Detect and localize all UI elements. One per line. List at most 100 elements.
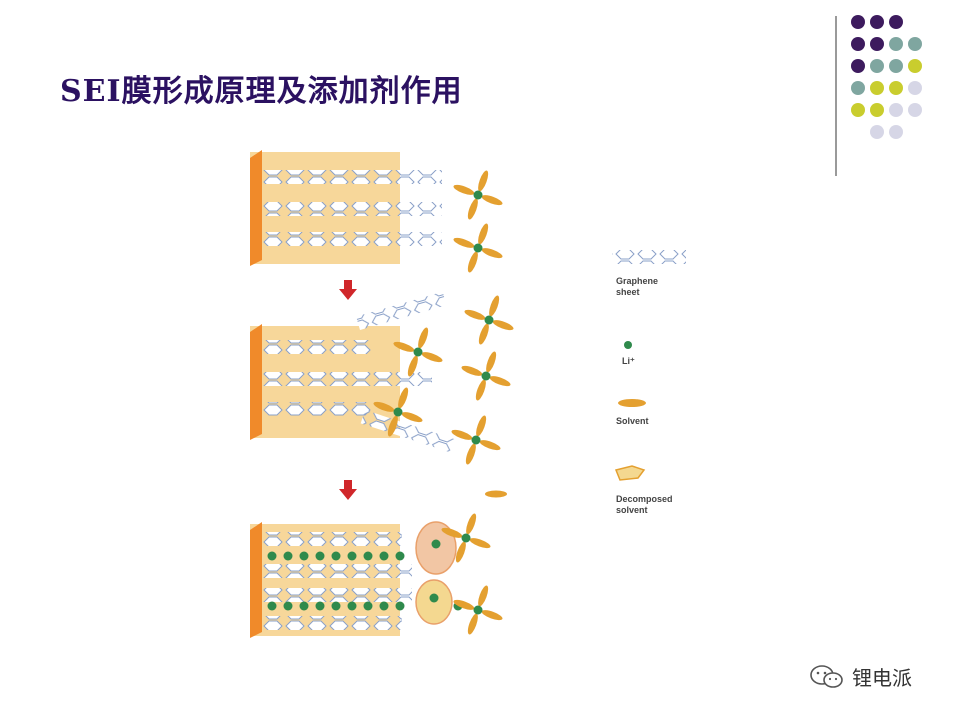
li-ion bbox=[393, 407, 403, 417]
decorative-dot bbox=[889, 37, 903, 51]
decorative-dot bbox=[889, 15, 903, 29]
solvent-molecule bbox=[461, 365, 483, 376]
li-ion bbox=[379, 601, 389, 611]
solvent-molecule bbox=[465, 443, 476, 465]
li-ion bbox=[484, 315, 494, 325]
decorative-dot bbox=[870, 103, 884, 117]
solvated-li-cluster bbox=[393, 327, 443, 377]
decorative-dot bbox=[870, 15, 884, 29]
decorative-dot bbox=[889, 125, 903, 139]
solvent-molecule bbox=[481, 610, 503, 621]
li-ion bbox=[473, 190, 483, 200]
solvent-molecule bbox=[467, 251, 478, 273]
li-ion bbox=[363, 551, 373, 561]
li-ion bbox=[315, 551, 325, 561]
solvent-molecule bbox=[393, 341, 415, 352]
solvent-molecule bbox=[492, 320, 514, 331]
solvent-molecule bbox=[418, 327, 429, 349]
stage-3-sei-formation bbox=[250, 521, 463, 638]
solvent-molecule bbox=[467, 198, 478, 220]
li-ion bbox=[347, 551, 357, 561]
li-ion bbox=[331, 601, 341, 611]
legend bbox=[612, 250, 686, 481]
solvated-li-cluster bbox=[441, 513, 491, 563]
solvated-li-cluster bbox=[464, 295, 514, 345]
solvated-li-cluster bbox=[451, 415, 501, 465]
process-arrow bbox=[339, 280, 357, 300]
li-ion bbox=[395, 551, 405, 561]
solvent-molecule bbox=[478, 585, 489, 607]
decorative-dot bbox=[870, 59, 884, 73]
solvent-molecule bbox=[478, 170, 489, 192]
solvated-li-ion-clusters bbox=[373, 170, 514, 635]
legend-solvent-swatch bbox=[618, 399, 646, 407]
solvent-molecule bbox=[476, 415, 487, 437]
decorative-dot bbox=[889, 59, 903, 73]
solvent-molecule bbox=[387, 415, 398, 437]
solvated-li-cluster bbox=[461, 351, 511, 401]
legend-li-swatch bbox=[624, 341, 632, 349]
solvent-molecule bbox=[467, 613, 478, 635]
li-ion bbox=[299, 601, 309, 611]
divider-line bbox=[835, 16, 837, 176]
solvent-molecule bbox=[421, 352, 443, 363]
decorative-dot bbox=[851, 15, 865, 29]
solvated-li-cluster bbox=[453, 223, 503, 273]
solvated-li-cluster bbox=[373, 387, 423, 437]
solvent-molecule bbox=[407, 355, 418, 377]
li-ion bbox=[267, 601, 277, 611]
li-ion bbox=[267, 551, 277, 561]
decorative-dot bbox=[870, 125, 884, 139]
decorative-dot bbox=[908, 37, 922, 51]
decorative-dot bbox=[889, 103, 903, 117]
solvent-molecule bbox=[401, 412, 423, 423]
watermark: 锂电派 bbox=[808, 662, 912, 691]
solvent-molecule bbox=[441, 527, 463, 538]
legend-decomposed-label: Decomposed solvent bbox=[616, 494, 673, 515]
li-ion bbox=[461, 533, 471, 543]
li-ion bbox=[429, 593, 439, 603]
solvent-molecule bbox=[469, 538, 491, 549]
li-ion bbox=[331, 551, 341, 561]
li-ion bbox=[283, 601, 293, 611]
decorative-dot bbox=[908, 103, 922, 117]
solvent-molecule bbox=[485, 490, 507, 498]
decorative-dot bbox=[870, 37, 884, 51]
li-ion bbox=[379, 551, 389, 561]
li-ion bbox=[347, 601, 357, 611]
slide-title: SEI膜形成原理及添加剂作用 bbox=[60, 74, 463, 109]
decorative-dot bbox=[851, 59, 865, 73]
solvent-molecule bbox=[451, 429, 473, 440]
decorative-dot bbox=[851, 103, 865, 117]
stage-2-solvent-cointercalation bbox=[250, 291, 456, 453]
solvent-molecule bbox=[481, 248, 503, 259]
solvent-molecule bbox=[479, 440, 501, 451]
decorative-dot bbox=[851, 37, 865, 51]
solvent-molecule bbox=[455, 541, 466, 563]
solvent-molecule bbox=[373, 401, 395, 412]
li-ion bbox=[363, 601, 373, 611]
decorative-dot bbox=[889, 81, 903, 95]
solvent-molecule bbox=[486, 351, 497, 373]
solvent-molecule bbox=[466, 513, 477, 535]
legend-graphene-label: Graphene sheet bbox=[616, 276, 659, 297]
li-ion bbox=[471, 435, 481, 445]
solvent-molecule bbox=[475, 379, 486, 401]
solvent-molecule bbox=[489, 295, 500, 317]
solvent-molecule bbox=[481, 195, 503, 206]
decorative-dot bbox=[851, 81, 865, 95]
solvent-molecule bbox=[478, 323, 489, 345]
solvent-molecule bbox=[398, 387, 409, 409]
solvent-molecule bbox=[453, 599, 475, 610]
decorative-dot bbox=[908, 81, 922, 95]
watermark-text: 锂电派 bbox=[852, 666, 912, 690]
li-ion bbox=[473, 605, 483, 615]
solvent-molecule bbox=[453, 237, 475, 248]
legend-decomposed-swatch bbox=[614, 465, 646, 481]
decorative-dot bbox=[908, 59, 922, 73]
solvent-molecule bbox=[489, 376, 511, 387]
solvated-li-cluster bbox=[453, 170, 503, 220]
li-ion bbox=[481, 371, 491, 381]
solvated-li-cluster bbox=[453, 585, 503, 635]
decorative-dot-grid bbox=[851, 15, 922, 139]
